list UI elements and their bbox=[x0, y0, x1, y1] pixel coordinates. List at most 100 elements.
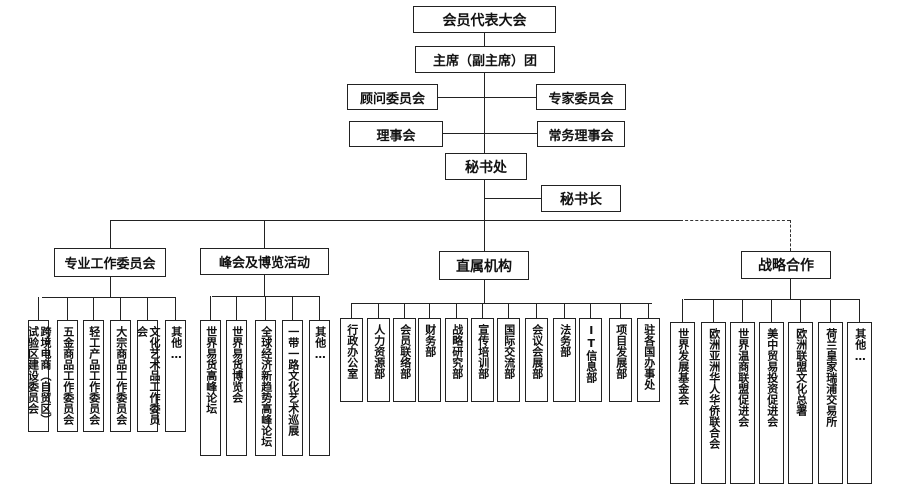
leaf-box-2-8: 法务部 bbox=[553, 318, 576, 402]
leaf-box-0-0: 跨境电商（自贸区）试验区建设委员会 bbox=[26, 320, 53, 432]
leaf-box-0-4: 文化艺术品工作委员会 bbox=[135, 320, 162, 432]
leaf-label: 项目发展部 bbox=[614, 324, 628, 379]
connector-stub-1-3 bbox=[292, 296, 293, 320]
connector-stub-1-1 bbox=[236, 296, 237, 320]
leaf-label: 人力资源部 bbox=[372, 324, 386, 379]
connector-stub-2-9 bbox=[590, 303, 591, 318]
leaf-box-3-2: 世界温商联盟促进会 bbox=[730, 322, 755, 484]
connector-stub-2-5 bbox=[482, 303, 483, 318]
connector-stub-1-4 bbox=[319, 296, 320, 320]
connector-b2-down bbox=[264, 275, 265, 296]
leaf-box-2-9: IT信息部 bbox=[579, 318, 602, 402]
leaf-label: 会议会展部 bbox=[530, 324, 544, 379]
connector-b4-down bbox=[790, 279, 791, 299]
connector-stub-3-6 bbox=[859, 299, 860, 322]
connector-stub-2-3 bbox=[429, 303, 430, 318]
leaf-box-3-0: 世界发展基金会 bbox=[670, 322, 695, 484]
leaf-label: IT信息部 bbox=[584, 324, 598, 383]
leaf-box-3-1: 欧洲亚洲华人华侨联合会 bbox=[701, 322, 726, 484]
connector-stub-2-1 bbox=[378, 303, 379, 318]
connector-stub-3-5 bbox=[830, 299, 831, 322]
leaf-label: 行政办公室 bbox=[345, 324, 359, 379]
connector-stub-2-4 bbox=[456, 303, 457, 318]
leaf-label: 战略研究部 bbox=[450, 324, 464, 379]
branch-box-direct-units: 直属机构 bbox=[439, 251, 529, 280]
leaf-label: 大宗商品工作委员会 bbox=[114, 326, 128, 425]
connector-branch1 bbox=[110, 220, 111, 248]
leaf-label: 宣传培训部 bbox=[476, 324, 490, 379]
leaf-label: 世界易货高峰论坛 bbox=[204, 326, 218, 414]
leaf-label: 文化艺术品工作委员会 bbox=[135, 326, 162, 425]
leaf-box-1-2: 全球经济新趋势高峰论坛 bbox=[255, 320, 276, 456]
leaf-label: 世界温商联盟促进会 bbox=[736, 328, 750, 427]
leaf-box-1-4: 其他… bbox=[309, 320, 330, 456]
connector-stub-3-1 bbox=[713, 299, 714, 322]
leaf-label: 五金商品工作委员会 bbox=[61, 326, 75, 425]
leaf-box-2-2: 会员联络部 bbox=[393, 318, 416, 402]
connector-stub-3-0 bbox=[682, 299, 683, 322]
connector-stub-2-7 bbox=[536, 303, 537, 318]
connector-b3-down bbox=[484, 280, 485, 303]
connector-b1-down bbox=[110, 277, 111, 297]
leaf-label: 法务部 bbox=[558, 324, 572, 357]
connector-stub-2-11 bbox=[648, 303, 649, 318]
leaf-box-2-7: 会议会展部 bbox=[525, 318, 548, 402]
branch-box-committees: 专业工作委员会 bbox=[54, 248, 166, 277]
connector-strategic-dashed-h bbox=[680, 220, 790, 221]
leaf-box-2-3: 财务部 bbox=[418, 318, 441, 402]
leaf-label: 国际交流部 bbox=[502, 324, 516, 379]
connector-b3-h bbox=[352, 303, 652, 304]
leaf-label: 一带一路文化艺术巡展 bbox=[286, 326, 300, 436]
connector-advisors bbox=[438, 97, 484, 98]
connector-branch3 bbox=[484, 220, 485, 251]
leaf-label: 世界易货博览会 bbox=[230, 326, 244, 403]
leaf-box-3-4: 欧洲联盟文化总署 bbox=[788, 322, 813, 484]
leaf-label: 全球经济新趋势高峰论坛 bbox=[259, 326, 273, 447]
council-box: 理事会 bbox=[349, 121, 443, 147]
leaf-box-0-3: 大宗商品工作委员会 bbox=[110, 320, 131, 432]
connector-stub-0-3 bbox=[120, 297, 121, 320]
leaf-label: 驻各国办事处 bbox=[642, 324, 656, 390]
leaf-label: 其他… bbox=[169, 326, 183, 361]
leaf-label: 轻工产品工作委员会 bbox=[87, 326, 101, 425]
connector-stub-0-5 bbox=[175, 297, 176, 320]
leaf-box-0-5: 其他… bbox=[165, 320, 186, 432]
leaf-box-2-11: 驻各国办事处 bbox=[637, 318, 660, 402]
connector-stub-1-0 bbox=[210, 296, 211, 320]
connector-stub-2-10 bbox=[620, 303, 621, 318]
secretariat-box: 秘书处 bbox=[445, 153, 527, 180]
leaf-box-2-10: 项目发展部 bbox=[609, 318, 632, 402]
branch-box-summits: 峰会及博览活动 bbox=[200, 248, 329, 275]
leaf-box-2-5: 宣传培训部 bbox=[471, 318, 494, 402]
leaf-label: 财务部 bbox=[423, 324, 437, 357]
leaf-box-1-0: 世界易货高峰论坛 bbox=[200, 320, 221, 456]
standing-council-box: 常务理事会 bbox=[537, 121, 625, 147]
connector-stub-2-0 bbox=[351, 303, 352, 318]
connector-strategic-dashed-v bbox=[790, 220, 791, 251]
connector-stub-0-1 bbox=[67, 297, 68, 320]
advisors-box: 顾问委员会 bbox=[347, 84, 438, 110]
leaf-box-2-1: 人力资源部 bbox=[367, 318, 390, 402]
connector-branch-horizontal bbox=[110, 220, 680, 221]
connector-council bbox=[443, 133, 484, 134]
chairman-box: 主席（副主席）团 bbox=[415, 46, 555, 73]
connector-stub-3-4 bbox=[800, 299, 801, 322]
leaf-box-3-5: 荷兰皇家瑞浦交易所 bbox=[818, 322, 843, 484]
connector-stub-0-2 bbox=[93, 297, 94, 320]
connector-stub-3-2 bbox=[742, 299, 743, 322]
leaf-box-2-0: 行政办公室 bbox=[340, 318, 363, 402]
leaf-box-1-3: 一带一路文化艺术巡展 bbox=[282, 320, 303, 456]
leaf-label: 荷兰皇家瑞浦交易所 bbox=[824, 328, 838, 427]
connector-stub-2-8 bbox=[564, 303, 565, 318]
connector-stub-0-4 bbox=[147, 297, 148, 320]
secretary-general-box: 秘书长 bbox=[541, 185, 621, 212]
connector-stub-3-3 bbox=[771, 299, 772, 322]
leaf-label: 其他… bbox=[853, 328, 867, 363]
connector-stub-2-2 bbox=[404, 303, 405, 318]
connector-stub-0-0 bbox=[38, 297, 39, 320]
leaf-box-1-1: 世界易货博览会 bbox=[226, 320, 247, 456]
connector-stub-1-2 bbox=[265, 296, 266, 320]
leaf-label: 其他… bbox=[313, 326, 327, 361]
leaf-label: 跨境电商（自贸区）试验区建设委员会 bbox=[26, 326, 53, 425]
